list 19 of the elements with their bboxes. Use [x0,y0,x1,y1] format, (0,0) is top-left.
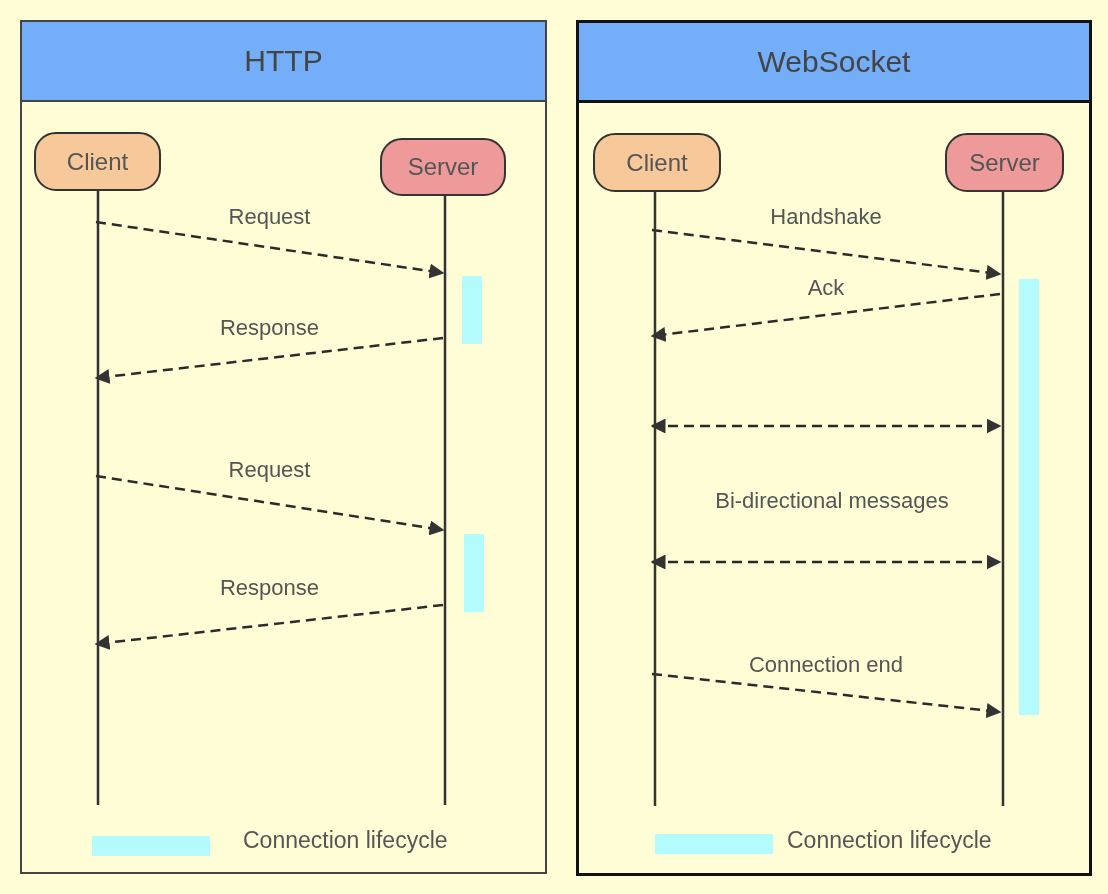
message-arrow [95,474,445,536]
message-arrow [650,292,1001,342]
actor-box: Client [593,133,721,192]
actor-box: Server [380,138,506,196]
actor-box: Server [945,133,1064,192]
panel-header: WebSocket [579,23,1089,103]
legend-label: Connection lifecycle [243,827,448,854]
message-arrow [650,418,1002,434]
message-arrow [94,603,444,650]
message-arrow [650,554,1002,570]
message-arrow [94,336,444,384]
panel-header: HTTP [22,22,545,102]
message-arrow [95,220,445,279]
legend-label: Connection lifecycle [787,827,992,854]
actor-box: Client [34,132,161,191]
message-arrow [651,672,1002,718]
panel [20,20,547,874]
panel [576,20,1092,876]
message-arrow [651,228,1002,280]
